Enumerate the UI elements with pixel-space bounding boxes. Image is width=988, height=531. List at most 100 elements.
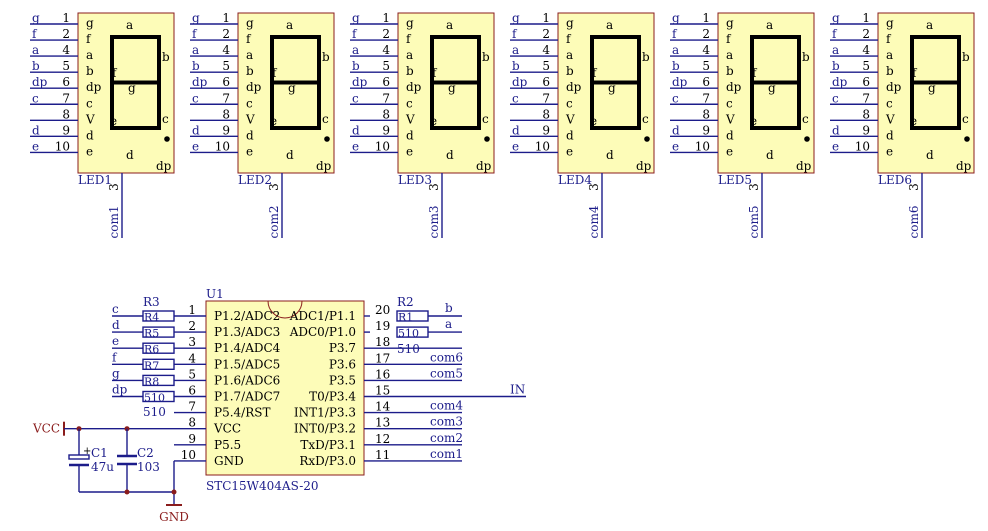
led-pin-segment: f: [886, 32, 892, 46]
led-segment-outline: [750, 35, 801, 130]
led-pin-net: f: [832, 27, 838, 41]
led-segment-outline: [910, 35, 961, 130]
led-pin-segment: b: [886, 64, 894, 78]
led-pin-net: f: [512, 27, 518, 41]
led-pin-net: g: [512, 11, 520, 25]
led-pin-number: 4: [542, 43, 550, 57]
vcc-label: VCC: [32, 422, 60, 436]
mcu-right-pin-name: INT1/P3.3: [294, 406, 356, 420]
led-pin-segment: e: [246, 144, 253, 158]
led-pin-number: 6: [702, 75, 710, 89]
led-pin-number: 5: [702, 59, 710, 73]
c1-value: 47u: [91, 460, 114, 474]
led-pin-number: 9: [542, 123, 550, 137]
mcu-right-pin-name: P3.6: [329, 357, 356, 371]
r2-value: 510: [397, 342, 420, 356]
mcu-right-pin-name: P3.7: [329, 341, 356, 355]
segment-label-b: b: [802, 50, 810, 64]
led-pin-net: e: [32, 139, 39, 153]
segment-label-d: d: [286, 148, 294, 162]
led-pin-net: a: [352, 43, 359, 57]
led-pin-segment: b: [566, 64, 574, 78]
led-pin-number: 2: [542, 27, 550, 41]
r3-resistor: [142, 342, 175, 354]
led-pin-number: 10: [695, 139, 710, 153]
segment-label-dp: dp: [956, 159, 972, 173]
mcu-left-pin-name: P1.5/ADC5: [214, 357, 280, 371]
segment-label-b: b: [642, 50, 650, 64]
mcu-left-pin-number: 8: [188, 416, 196, 430]
led-pin-number: 9: [62, 123, 70, 137]
led-pin-number: 1: [222, 11, 230, 25]
r3-reference: R3: [143, 295, 160, 309]
led-pin-number: 7: [222, 91, 230, 105]
led-pin-net: e: [832, 139, 839, 153]
led-pin-net: b: [832, 59, 840, 73]
mcu-right-pin-name: ADC0/P1.0: [289, 325, 356, 339]
segment-label-e: e: [590, 114, 597, 128]
led-pin-segment: V: [85, 112, 95, 126]
mcu-right-pin-net: com5: [430, 366, 463, 380]
led-pin-net: b: [512, 59, 520, 73]
led-pin-number: 6: [62, 75, 70, 89]
mcu-right-pin-number: 14: [375, 400, 391, 414]
segment-label-e: e: [110, 114, 117, 128]
led-pin-net: f: [32, 27, 38, 41]
r3-resistor: [142, 326, 175, 338]
led-pin-number: 1: [862, 11, 870, 25]
segment-label-d: d: [126, 148, 134, 162]
led-pin-number: 6: [862, 75, 870, 89]
led-pin-segment: V: [245, 112, 255, 126]
led-decimal-point: [964, 136, 970, 142]
led-pin-number: 1: [62, 11, 70, 25]
segment-label-e: e: [750, 114, 757, 128]
led-pin-segment: d: [566, 128, 574, 142]
led-pin-segment: f: [406, 32, 412, 46]
r3-value: 510: [143, 405, 166, 419]
led-pin-number: 5: [62, 59, 70, 73]
led-pin-segment: a: [86, 48, 93, 62]
led-pin-number: 2: [702, 27, 710, 41]
led-pin-number: 7: [542, 91, 550, 105]
led-pin-number: 10: [535, 139, 550, 153]
led-segment-outline: [430, 35, 481, 130]
led-pin-number: 6: [382, 75, 390, 89]
gnd-label: GND: [159, 510, 189, 524]
led-pin-net: dp: [832, 75, 848, 89]
c1-polarity: +: [83, 446, 91, 457]
mcu-right-pin-net: com1: [430, 447, 463, 461]
led-common-net: com1: [107, 206, 121, 239]
segment-label-e: e: [910, 114, 917, 128]
led-pin-net: dp: [512, 75, 528, 89]
led-pin-segment: f: [566, 32, 572, 46]
led-reference: LED3: [398, 173, 432, 187]
led-pin-net: f: [352, 27, 358, 41]
led-decimal-point: [484, 136, 490, 142]
r3-row-label: R6: [144, 343, 159, 356]
led-pin-number: 4: [382, 43, 390, 57]
led-pin-number: 2: [222, 27, 230, 41]
mcu-right-pin-net: IN: [510, 383, 525, 397]
segment-label-f: f: [432, 66, 438, 80]
led-pin-segment: a: [566, 48, 573, 62]
led-pin-number: 10: [855, 139, 870, 153]
mcu-left-pin-number: 6: [188, 384, 196, 398]
gnd-junction-c2: [124, 489, 130, 495]
led-pin-number: 5: [542, 59, 550, 73]
led-pin-segment: c: [566, 96, 573, 110]
mcu-right-pin-name: RxD/P3.0: [299, 454, 356, 468]
led-pin-segment: f: [246, 32, 252, 46]
led-pin-segment: a: [246, 48, 253, 62]
led-pin-net: d: [672, 123, 680, 137]
led-pin-number: 5: [382, 59, 390, 73]
led-pin-number: 8: [222, 107, 230, 121]
led-pin-segment: g: [566, 16, 574, 30]
led-pin-number: 7: [382, 91, 390, 105]
c1-reference: C1: [91, 446, 108, 460]
led-pin-number: 8: [542, 107, 550, 121]
mcu-left-pin-name: P1.7/ADC7: [214, 390, 280, 404]
r3-row-label: R4: [144, 311, 159, 324]
mcu-body: [205, 300, 365, 476]
segment-label-g: g: [128, 81, 136, 95]
